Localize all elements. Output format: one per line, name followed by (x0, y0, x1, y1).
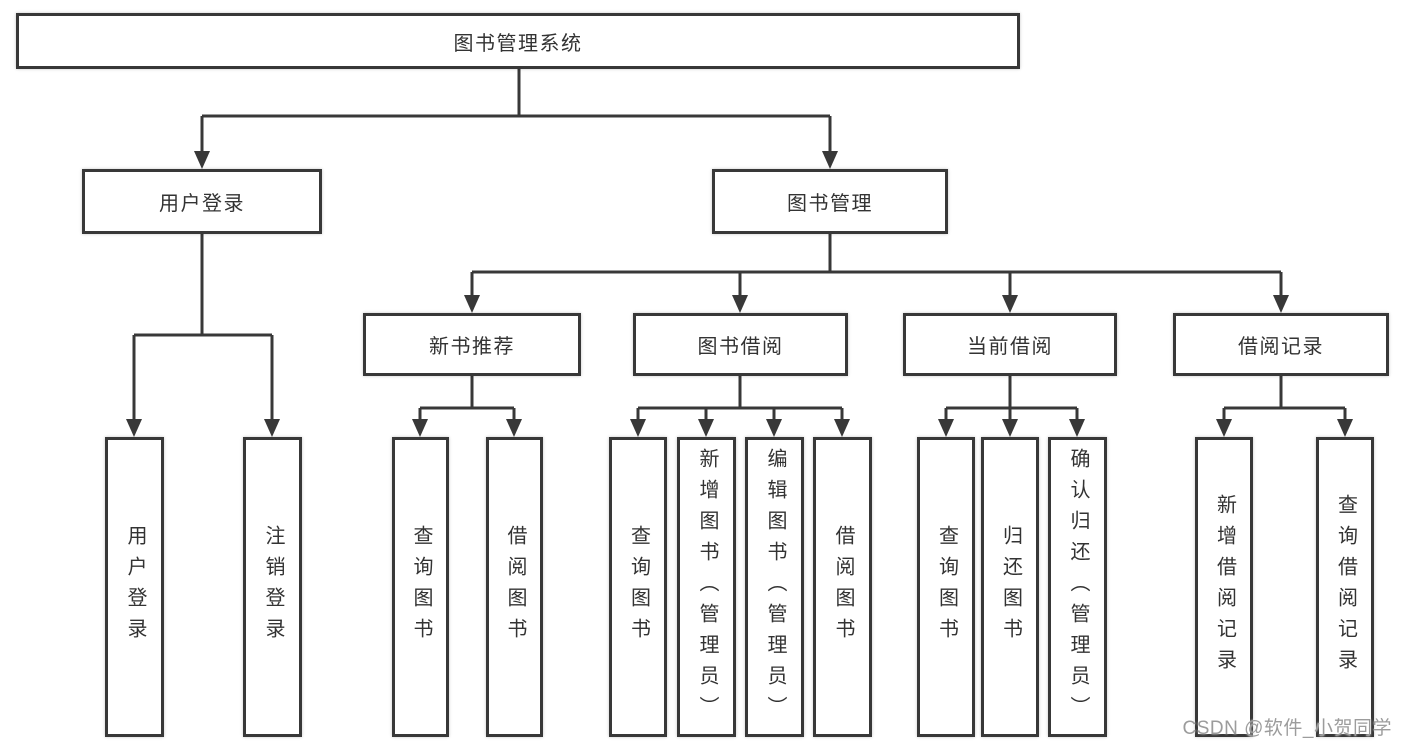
leaf-label: 新增图书（管理员） (696, 447, 718, 727)
leaf-query-books-recommendation: 查询图书 (392, 437, 449, 737)
arrowheads (126, 151, 1353, 437)
leaf-label: 新增借阅记录 (1213, 494, 1236, 680)
leaf-add-borrow-record: 新增借阅记录 (1195, 437, 1253, 737)
leaf-borrow-books-recommendation: 借阅图书 (486, 437, 543, 737)
leaf-label: 借阅图书 (504, 525, 526, 649)
leaf-label: 注销登录 (262, 525, 284, 649)
node-new-book-recommendation: 新书推荐 (363, 313, 581, 376)
leaf-user-login: 用户登录 (105, 437, 164, 737)
leaf-label: 借阅图书 (832, 525, 854, 649)
csdn-watermark: CSDN @软件_小贺同学 (1182, 718, 1392, 739)
leaf-logout: 注销登录 (243, 437, 302, 737)
leaf-label: 查询图书 (410, 525, 432, 649)
node-book-management: 图书管理 (712, 169, 948, 234)
leaf-label: 查询图书 (935, 525, 958, 649)
leaf-query-books-current: 查询图书 (917, 437, 975, 737)
leaf-label: 用户登录 (124, 525, 146, 649)
node-book-borrowing: 图书借阅 (633, 313, 848, 376)
node-current-borrowing: 当前借阅 (903, 313, 1117, 376)
leaf-borrow-books-borrowing: 借阅图书 (813, 437, 872, 737)
node-borrowing-records: 借阅记录 (1173, 313, 1389, 376)
node-library-management-system: 图书管理系统 (16, 13, 1020, 69)
leaf-label: 编辑图书（管理员） (764, 447, 786, 727)
leaf-return-books: 归还图书 (981, 437, 1039, 737)
leaf-add-books-admin: 新增图书（管理员） (677, 437, 736, 737)
leaf-label: 确认归还（管理员） (1067, 447, 1089, 727)
leaf-query-books-borrowing: 查询图书 (609, 437, 667, 737)
leaf-query-borrow-record: 查询借阅记录 (1316, 437, 1374, 737)
node-user-login: 用户登录 (82, 169, 322, 234)
leaf-edit-books-admin: 编辑图书（管理员） (745, 437, 804, 737)
leaf-label: 归还图书 (999, 525, 1022, 649)
leaf-label: 查询借阅记录 (1334, 494, 1357, 680)
leaf-confirm-return-admin: 确认归还（管理员） (1048, 437, 1107, 737)
leaf-label: 查询图书 (627, 525, 650, 649)
